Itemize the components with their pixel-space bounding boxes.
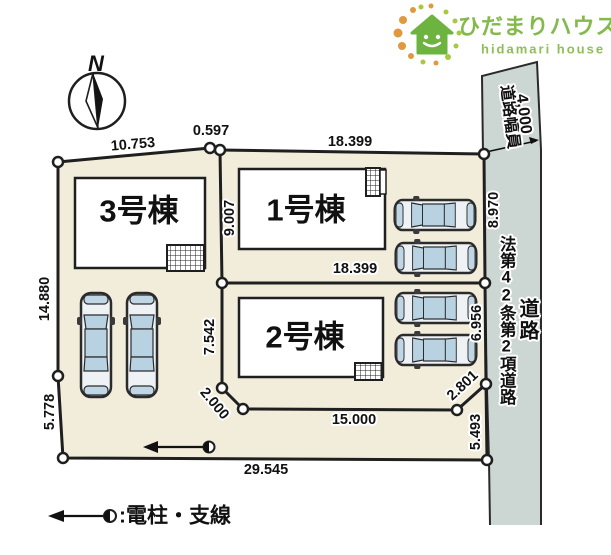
car-icon — [394, 287, 478, 329]
building-1-label: 1号棟 — [266, 192, 346, 228]
dim-lot2-left: 7.542 — [201, 318, 218, 356]
dim-east-boundary-upper: 8.970 — [485, 191, 502, 229]
building-3-footprint — [73, 176, 207, 272]
balcony-2 — [354, 362, 383, 381]
balcony-1 — [365, 167, 381, 197]
dim-east-boundary-mid: 6.956 — [468, 304, 485, 342]
building-2-footprint — [237, 296, 385, 381]
logo-house-icon — [393, 3, 462, 66]
car-icon — [75, 291, 117, 399]
road-width-dimension — [485, 137, 539, 153]
road-name-label: 道路 — [516, 298, 538, 342]
logo-subtitle: hidamari house — [481, 41, 606, 57]
boundary-vertices — [51, 141, 494, 467]
car-icon — [393, 194, 477, 236]
car-icon — [394, 237, 478, 279]
dim-lot1-left: 9.007 — [221, 199, 238, 237]
compass-north-label: N — [88, 51, 104, 76]
dim-south-boundary: 29.545 — [243, 461, 289, 478]
building-2-label: 2号棟 — [265, 319, 345, 355]
building-1-footprint — [237, 167, 387, 251]
car-icon — [121, 291, 163, 399]
north-compass-icon — [67, 71, 127, 131]
dim-west-boundary-upper: 14.880 — [36, 276, 53, 322]
road-area — [480, 60, 542, 526]
dim-lot1-bottom: 18.399 — [332, 260, 378, 277]
legend-pole-label: :電柱・支線 — [119, 504, 231, 528]
pole-guywire-icon — [143, 440, 216, 454]
dim-lot1-top: 18.399 — [327, 133, 373, 150]
building-3-label: 3号棟 — [99, 193, 179, 229]
car-icon — [394, 329, 478, 371]
dim-lot2-bottom: 15.000 — [331, 411, 377, 428]
dim-west-boundary-lower: 5.778 — [41, 393, 58, 431]
logo-title: ひだまりハウス — [458, 14, 611, 39]
dim-east-boundary-lower: 5.493 — [467, 413, 484, 451]
road-law-label: 法第42条第2項道路 — [497, 235, 516, 405]
balcony-3 — [166, 244, 205, 272]
legend-pole-symbol — [48, 509, 117, 523]
dim-top-edge-notch: 0.597 — [192, 122, 230, 139]
